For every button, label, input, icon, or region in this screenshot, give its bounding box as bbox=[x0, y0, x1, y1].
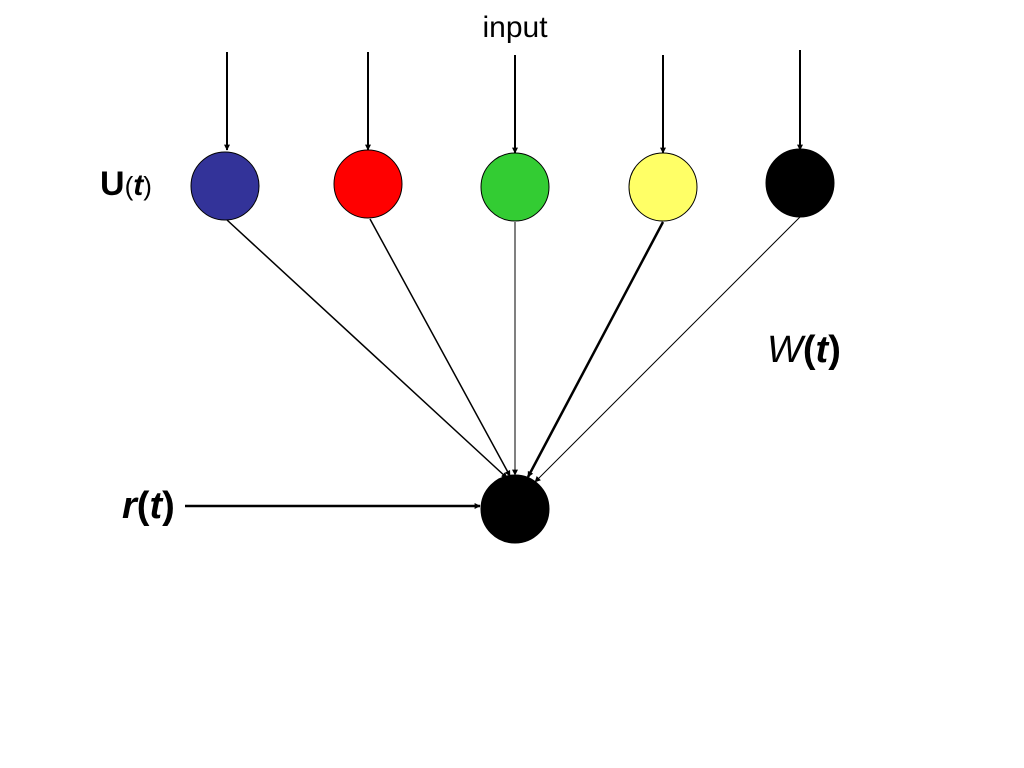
output-unit bbox=[480, 474, 550, 544]
input-unit-blue bbox=[190, 151, 260, 221]
input-label: input bbox=[482, 11, 548, 44]
u-var: t bbox=[133, 169, 145, 202]
input-unit-yellow bbox=[628, 152, 698, 222]
u-open: ( bbox=[125, 171, 134, 201]
weight-connection-2 bbox=[369, 218, 511, 477]
u-close: ) bbox=[143, 171, 152, 201]
input-unit-green bbox=[480, 152, 550, 222]
r-main: r bbox=[122, 485, 139, 527]
weight-connection-5 bbox=[534, 216, 801, 483]
weight-connection-1 bbox=[226, 219, 508, 479]
r-var: t bbox=[149, 485, 163, 527]
r-t-label: r(t) bbox=[122, 485, 175, 527]
w-open: ( bbox=[803, 329, 816, 371]
w-main: W bbox=[767, 329, 806, 371]
u-t-label: U(t) bbox=[100, 165, 152, 203]
w-t-label: W(t) bbox=[767, 329, 841, 371]
w-close: ) bbox=[828, 329, 841, 371]
r-close: ) bbox=[162, 485, 175, 527]
u-main: U bbox=[100, 165, 125, 203]
weight-connection-4 bbox=[526, 221, 665, 478]
r-open: ( bbox=[137, 485, 150, 527]
input-unit-black bbox=[765, 148, 835, 218]
w-var: t bbox=[816, 329, 830, 371]
input-unit-red bbox=[333, 149, 403, 219]
